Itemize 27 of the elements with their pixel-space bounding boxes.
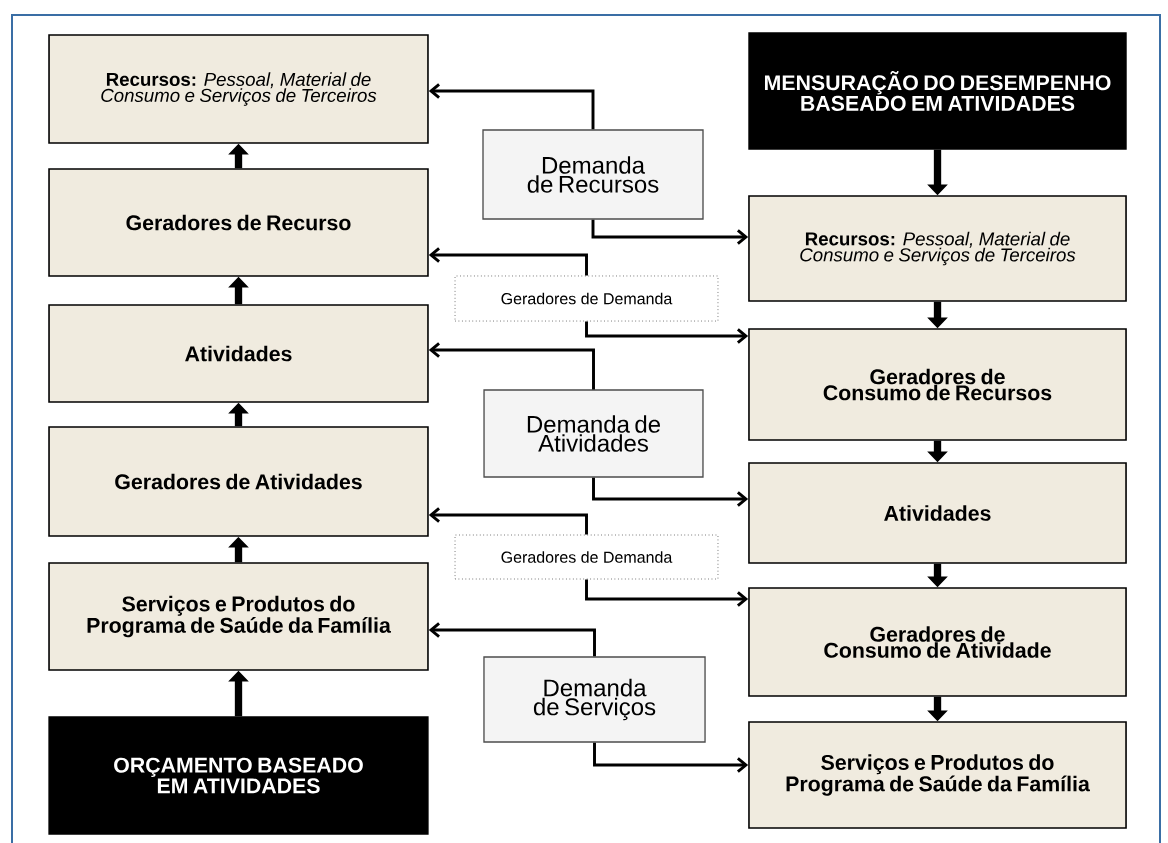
arrow	[428, 622, 596, 657]
arrow	[585, 579, 749, 607]
arrow	[585, 321, 749, 344]
process-box: Serviços e Produtos do Programa de Saúde da Família	[48, 562, 429, 671]
arrow	[591, 219, 749, 245]
process-box: Atividades	[748, 462, 1127, 564]
title-box: MENSURAÇÃO DO DESEMPENHO BASEADO EM ATIVIDADES	[748, 32, 1127, 150]
arrow	[428, 507, 588, 535]
process-box: Geradores de Consumo de Atividade	[748, 587, 1127, 697]
label-box: Geradores de Demanda	[454, 275, 719, 322]
demand-box: Demanda de Recursos	[482, 129, 704, 220]
process-box: Atividades	[48, 304, 429, 403]
process-box: Geradores de Recurso	[48, 168, 429, 277]
arrow	[428, 342, 595, 390]
demand-box: Demanda de Serviços	[483, 656, 706, 743]
demand-box: Demanda de Atividades	[483, 389, 704, 478]
process-box: Recursos: Pessoal, Material de Consumo e Serviços de Terceiros	[748, 195, 1127, 302]
arrow	[592, 477, 749, 507]
arrow	[428, 83, 595, 130]
label-box: Geradores de Demanda	[454, 534, 719, 580]
process-box: Geradores de Atividades	[48, 426, 429, 537]
arrow	[593, 742, 749, 773]
process-box: Serviços e Produtos do Programa de Saúde da Família	[748, 721, 1127, 829]
process-box: Geradores de Consumo de Recursos	[748, 328, 1127, 441]
title-box: ORÇAMENTO BASEADO EM ATIVIDADES	[48, 716, 429, 835]
process-box: Recursos: Pessoal, Material de Consumo e Serviços de Terceiros	[48, 34, 429, 144]
arrow	[428, 247, 588, 276]
